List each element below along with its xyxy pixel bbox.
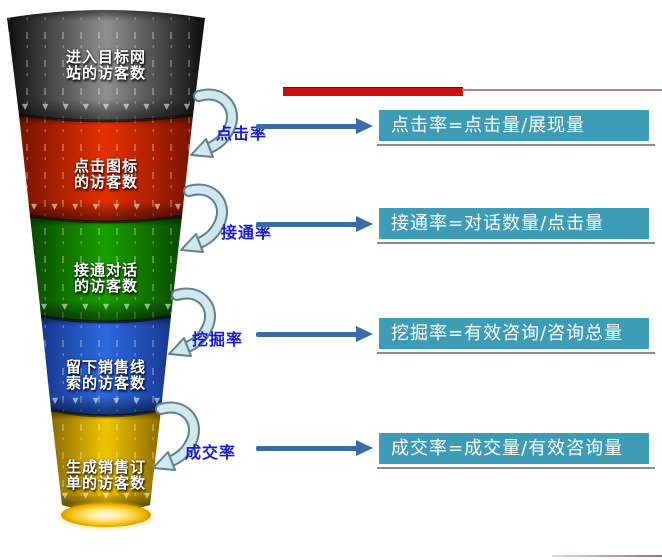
segment-label-line: 的访客数 (73, 173, 138, 191)
segment-shading (30, 216, 182, 322)
formula-box-deal-rate: 成交率=成交量/有效咨询量 (379, 433, 649, 464)
rate-label-click-rate: 点击率 (216, 124, 268, 143)
segment-label-line: 点击图标 (73, 157, 138, 175)
funnel-segment-label: 生成销售订 单的访客数 (36, 459, 176, 491)
funnel-segment-label: 进入目标网 站的访客数 (36, 49, 176, 81)
band-seam (40, 314, 172, 324)
segment-shading (19, 115, 193, 222)
funnel-segment-label: 接通对话 的访客数 (36, 262, 176, 294)
rate-label-deal-rate: 成交率 (185, 443, 237, 462)
flow-arrow (256, 326, 374, 342)
segment-label-line: 留下销售线 (65, 358, 146, 376)
band-seam (29, 214, 183, 224)
rate-label-mining-rate: 挖掘率 (192, 330, 244, 349)
flow-arrow-head-icon (356, 118, 373, 134)
flow-arrow-head-icon (356, 326, 373, 342)
segment-label-line: 的访客数 (73, 277, 138, 295)
band-seam (50, 408, 162, 418)
box-shadow-line (377, 242, 655, 244)
segment-label-line: 进入目标网 (65, 48, 146, 66)
curved-arrow-icon (181, 189, 222, 252)
flow-arrow-shaft (256, 222, 358, 227)
segment-label-line: 生成销售订 (65, 458, 146, 476)
top-divider-line (283, 87, 463, 96)
chevron-row-icon: ▼▼▼▼▼▼▼ (41, 302, 172, 311)
flow-arrow-head-icon (356, 440, 373, 456)
segment-shading (51, 410, 161, 512)
flow-arrow-shaft (256, 332, 358, 337)
funnel-segment-label: 留下销售线 索的访客数 (36, 359, 176, 391)
funnel-outlet (61, 503, 151, 527)
flow-arrow (256, 216, 374, 232)
formula-box-click-rate: 点击率=点击量/展现量 (379, 110, 649, 141)
flow-arrow-head-icon (356, 216, 373, 232)
flow-arrow-shaft (256, 124, 358, 129)
band-seam (18, 113, 194, 123)
formula-box-mining-rate: 挖掘率=有效咨询/咨询总量 (379, 318, 649, 349)
funnel-diagram: ▼▼▼▼▼▼▼▼▼ ▼▼▼▼▼▼▼▼ ▼▼▼▼▼▼▼ ▼▼▼▼▼▼ ▼▼▼▼▼ (7, 10, 260, 532)
formula-box-connect-rate: 接通率=对话数量/点击量 (379, 208, 649, 239)
box-shadow-line (377, 352, 655, 354)
segment-shading (41, 316, 171, 416)
segment-label-line: 索的访客数 (65, 374, 146, 392)
box-shadow-line (377, 467, 655, 469)
rate-label-connect-rate: 接通率 (221, 223, 273, 242)
segment-label-line: 单的访客数 (65, 474, 146, 492)
box-shadow-line (377, 144, 655, 146)
funnel-segment-label: 点击图标 的访客数 (36, 158, 176, 190)
flow-arrow (256, 440, 374, 456)
bottom-corner-line (552, 555, 662, 557)
chevron-row-icon: ▼▼▼▼▼ (62, 491, 151, 500)
flow-arrow-shaft (256, 446, 358, 451)
segment-label-line: 接通对话 (73, 261, 138, 279)
funnel-bands (7, 10, 205, 512)
segment-label-line: 站的访客数 (65, 64, 146, 82)
top-divider-line-thin (462, 89, 662, 91)
chevron-row-icon: ▼▼▼▼▼▼▼▼▼ (22, 102, 191, 111)
flow-arrow (256, 118, 374, 134)
segment-shading (7, 10, 205, 121)
